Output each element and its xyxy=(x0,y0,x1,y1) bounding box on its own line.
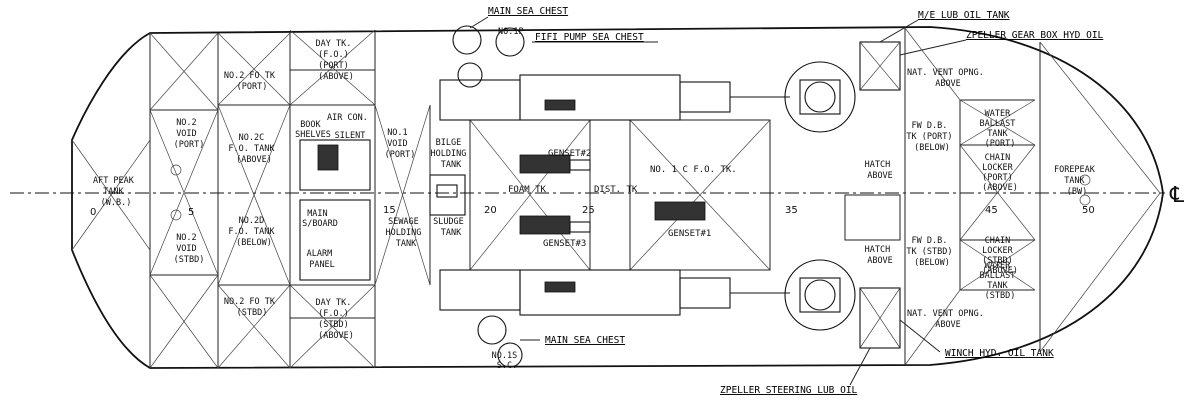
label-dist-tk: DIST. TK xyxy=(594,185,638,195)
hull-outline xyxy=(71,26,1164,369)
label-sludge: SLUDGE TANK xyxy=(433,217,469,238)
label-day-tk-port: DAY TK. (F.O.) (PORT) (ABOVE) xyxy=(316,39,357,82)
label-air-con: AIR CON. SILENT xyxy=(327,113,373,141)
main-engine-stbd xyxy=(519,269,790,316)
space-labels: AFT PEAK TANK (W.B.) NO.2 VOID (PORT) NO… xyxy=(93,27,1100,371)
callouts: MAIN SEA CHEST FIFI PUMP SEA CHEST M/E L… xyxy=(469,6,1104,396)
label-void-stbd: NO.2 VOID (STBD) xyxy=(174,233,205,265)
label-hatch-bottom: HATCH ABOVE xyxy=(865,245,896,266)
frame-25: 25 xyxy=(582,205,595,216)
label-book-shelves: BOOK SHELVES xyxy=(295,120,331,140)
tank-diagonals xyxy=(71,27,1161,369)
label-no1p: NO.1P xyxy=(498,27,524,37)
zpeller-units xyxy=(784,61,856,331)
centerline-symbol: ℄ xyxy=(1169,183,1185,208)
switchboard-area xyxy=(299,139,371,281)
label-genset3: GENSET#3 xyxy=(543,239,586,249)
callout-zpeller-steering: ZPELLER STEERING LUB OIL xyxy=(720,385,858,396)
main-engine-port xyxy=(519,74,790,121)
label-genset2: GENSET#2 xyxy=(548,149,591,159)
label-hatch-top: HATCH ABOVE xyxy=(865,160,896,181)
label-fo-2d: NO.2D F.O. TANK (BELOW) xyxy=(228,216,279,248)
callout-zpeller-gear-box: ZPELLER GEAR BOX HYD OIL xyxy=(966,30,1104,41)
callout-me-lub-oil: M/E LUB OIL TANK xyxy=(918,10,1010,21)
label-genset1: GENSET#1 xyxy=(668,229,711,239)
label-alarm-panel: ALARM PANEL xyxy=(307,249,338,270)
label-chain-locker-port: CHAIN LOCKER (PORT) (ABOVE) xyxy=(982,153,1018,193)
frame-0: 0 xyxy=(90,207,96,218)
label-foam-tk: FOAM TK xyxy=(508,185,547,195)
lub-oil-tanks xyxy=(859,41,901,349)
label-fw-db-stbd: FW D.B. TK (STBD) (BELOW) xyxy=(906,236,957,268)
callout-fifi-pump: FIFI PUMP SEA CHEST xyxy=(535,32,644,43)
frame-numbers: 0 5 15 20 25 35 45 50 xyxy=(90,205,1095,218)
label-fo-tk-port: NO.2 FO TK (PORT) xyxy=(224,71,280,92)
label-no1s: NO.1S S.C. xyxy=(492,351,523,371)
callout-winch-hyd-oil: WINCH HYD. OIL TANK xyxy=(945,348,1054,359)
label-water-ballast-port: WATER BALLAST TANK (PORT) xyxy=(980,109,1021,149)
vent-circles xyxy=(170,164,1091,221)
label-fo-1c: NO. 1 C F.O. TK. xyxy=(650,165,737,175)
label-water-ballast-stbd: WATER BALLAST TANK (STBD) xyxy=(980,261,1021,301)
label-main-swboard: MAIN S/BOARD xyxy=(302,209,338,229)
label-void-port: NO.2 VOID (PORT) xyxy=(174,118,205,150)
label-aft-peak: AFT PEAK TANK (W.B.) xyxy=(93,176,139,208)
label-fo-tk-stbd: NO.2 FO TK (STBD) xyxy=(224,297,280,318)
sea-chest-piping xyxy=(429,25,525,368)
frame-45: 45 xyxy=(985,205,998,216)
label-fo-2c: NO.2C F.O. TANK (ABOVE) xyxy=(228,133,279,165)
frame-5: 5 xyxy=(188,207,194,218)
frame-20: 20 xyxy=(484,205,497,216)
callout-main-sea-chest-bottom: MAIN SEA CHEST xyxy=(545,335,625,346)
genset-units xyxy=(519,154,706,235)
label-void-1-port: NO.1 VOID (PORT) xyxy=(385,128,416,160)
label-forepeak: FOREPEAK TANK (BW) xyxy=(1054,165,1100,197)
bulkheads xyxy=(149,28,1041,368)
frame-50: 50 xyxy=(1082,205,1095,216)
label-chain-locker-stbd: CHAIN LOCKER (STBD) (ABOVE) xyxy=(982,236,1018,276)
label-bilge: BILGE HOLDING TANK xyxy=(431,138,472,170)
callout-main-sea-chest-top: MAIN SEA CHEST xyxy=(488,6,568,17)
label-day-tk-stbd: DAY TK. (F.O.) (STBD) (ABOVE) xyxy=(316,298,357,341)
frame-15: 15 xyxy=(383,205,396,216)
label-fw-db-port: FW D.B. TK (PORT) (BELOW) xyxy=(906,121,957,153)
label-nat-vent-bottom: NAT. VENT OPNG. ABOVE xyxy=(907,309,989,330)
label-sewage: SEWAGE HOLDING TANK xyxy=(386,217,427,249)
frame-35: 35 xyxy=(785,205,798,216)
label-nat-vent-top: NAT. VENT OPNG. ABOVE xyxy=(907,68,989,89)
